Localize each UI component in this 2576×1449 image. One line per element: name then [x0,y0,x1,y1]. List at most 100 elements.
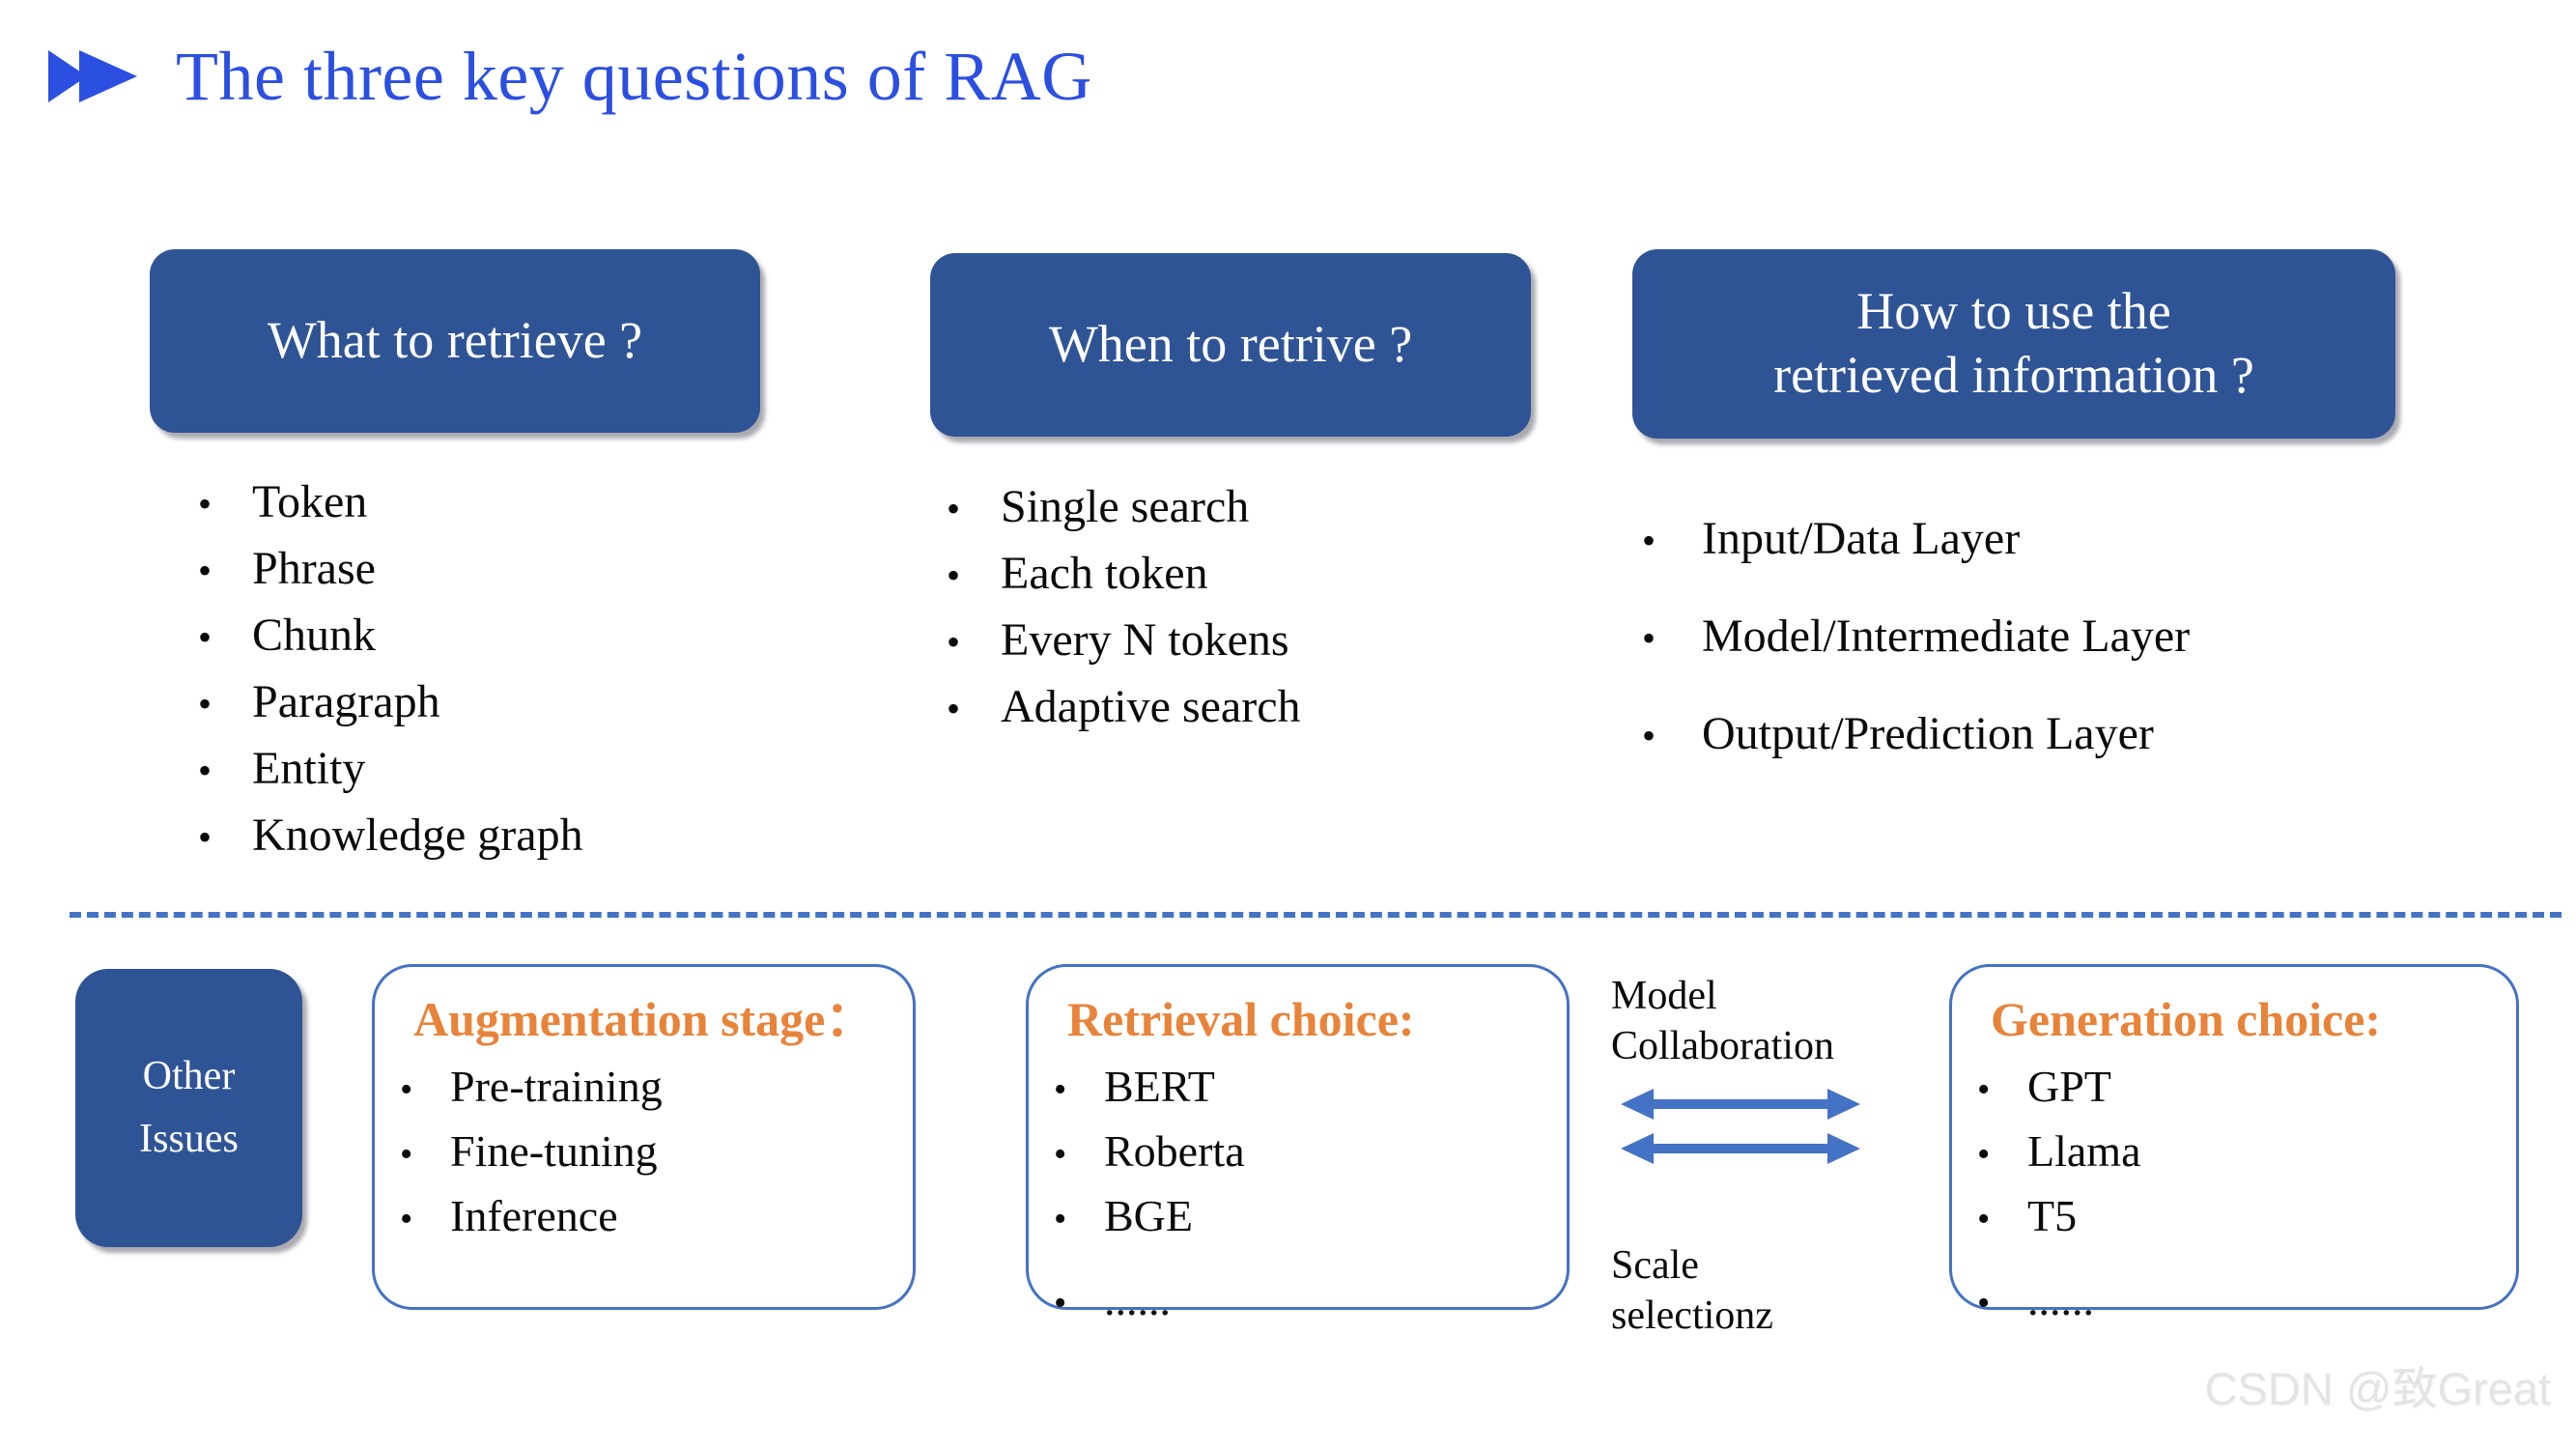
list-item: • Knowledge graph [198,809,583,862]
list-how-to-use-retrieved-information: • Input/Data Layer • Model/Intermediate … [1642,512,2190,805]
list-item: • Pre-training [400,1061,888,1112]
list-item: • ...... [1977,1274,2491,1325]
list-item: • Llama [1977,1125,2491,1177]
bullet-dot-icon: • [1054,1282,1067,1323]
list-item: • Every N tokens [947,613,1301,667]
bullet-dot-icon: • [198,815,212,859]
collaboration-label-line1: Model [1611,974,1717,1018]
bullet-dot-icon: • [400,1133,413,1175]
bullet-dot-icon: • [400,1198,413,1239]
list-item: • Adaptive search [947,680,1301,733]
collaboration-label-line2: Collaboration [1611,1024,1834,1069]
bullet-dot-icon: • [1642,616,1656,660]
bullet-dot-icon: • [1642,519,1656,562]
list-item: • Fine-tuning [400,1125,888,1177]
bullet-dot-icon: • [400,1068,413,1110]
list-item: • Input/Data Layer [1642,512,2190,565]
card-retrieval-choice: Retrieval choice: • BERT • Roberta • BGE… [1026,964,1570,1324]
list-item-label: Input/Data Layer [1702,513,2021,564]
list-item: • Chunk [198,609,583,662]
list-item: • GPT [1977,1061,2491,1112]
question-box-label: What to retrieve ? [267,311,643,370]
question-box-when-to-retrive: When to retrive ? [930,253,1531,437]
list-item: • Entity [198,742,583,795]
list-item: • ...... [1054,1274,1542,1325]
bullet-dot-icon: • [1977,1198,1991,1239]
double-chevron-right-icon [48,50,137,102]
list-item: • T5 [1977,1190,2491,1241]
question-box-label-line1: How to use the [1856,282,2171,341]
list-item-label: Single search [1001,481,1250,532]
bullet-dot-icon: • [947,554,961,597]
question-box-what-to-retrieve: What to retrieve ? [150,249,760,433]
other-issues-line2: Issues [139,1117,239,1161]
list-item-label: Knowledge graph [252,810,583,861]
list-when-to-retrive: • Single search • Each token • Every N t… [947,480,1301,747]
card-augmentation-stage: Augmentation stage： • Pre-training • Fin… [372,964,916,1310]
list-item-label: T5 [2027,1190,2078,1240]
bullet-dot-icon: • [1054,1068,1067,1110]
list-item: • Output/Prediction Layer [1642,707,2190,760]
bullet-dot-icon: • [1642,714,1656,757]
list-item: • Each token [947,547,1301,600]
bullet-dot-icon: • [947,487,961,530]
bullet-dot-icon: • [198,482,212,526]
list-item: • Model/Intermediate Layer [1642,610,2190,663]
list-item: • Roberta [1054,1125,1542,1177]
bullet-dot-icon: • [198,682,212,725]
double-headed-arrow-group [1621,1085,1930,1180]
list-item: • Single search [947,480,1301,533]
scale-selection-label-line1: Scale [1611,1243,1699,1289]
page-title: The three key questions of RAG [46,33,1092,120]
list-item-label: ...... [1104,1274,1171,1324]
question-box-label: How to use the retrieved information ? [1773,280,2254,408]
list-item-label: BGE [1104,1190,1193,1240]
list-item-label: Token [252,476,368,527]
question-box-label: When to retrive ? [1048,315,1413,374]
list-item-label: Entity [252,743,366,794]
list-item-label: Roberta [1104,1125,1245,1176]
list-item-label: Pre-training [450,1061,663,1111]
list-item-label: Phrase [252,543,376,594]
other-issues-box: Other Issues [75,969,302,1247]
bullet-dot-icon: • [198,549,212,592]
scale-selection-label-line2: selectionz [1611,1293,1773,1339]
list-item: • Token [198,475,583,528]
bullet-dot-icon: • [947,687,961,730]
card-title: Retrieval choice: [1067,992,1415,1046]
model-collaboration-block: Model Collaboration Scale selectionz [1611,971,1930,1341]
list-item: • Paragraph [198,675,583,728]
list-item: • Phrase [198,542,583,595]
question-box-label-line2: retrieved information ? [1773,346,2254,404]
bullet-dot-icon: • [1054,1133,1067,1175]
bullet-dot-icon: • [1977,1133,1991,1175]
list-item-label: Llama [2027,1125,2141,1176]
list-item-label: Adaptive search [1001,681,1301,732]
page-title-text: The three key questions of RAG [176,38,1092,115]
watermark: CSDN @致Great [2204,1363,2552,1414]
list-item: • Inference [400,1190,888,1241]
list-item: • BERT [1054,1061,1542,1112]
list-item-label: Each token [1001,548,1208,599]
list-item-label: Inference [450,1190,618,1240]
list-item-label: ...... [2027,1274,2094,1324]
question-box-how-to-use-retrieved-information: How to use the retrieved information ? [1632,249,2395,439]
list-item-label: Chunk [252,610,377,661]
other-issues-line1: Other [142,1053,236,1098]
list-item-label: Output/Prediction Layer [1702,708,2154,759]
bullet-dot-icon: • [198,749,212,792]
bullet-dot-icon: • [198,615,212,659]
list-what-to-retrieve: • Token • Phrase • Chunk • Paragraph • E… [198,475,583,875]
card-title: Augmentation stage： [413,992,874,1046]
bullet-dot-icon: • [1054,1198,1067,1239]
bullet-dot-icon: • [1977,1282,1991,1323]
bullet-dot-icon: • [947,620,961,664]
list-item-label: BERT [1104,1061,1215,1111]
double-headed-arrow-icon [1621,1089,1860,1165]
list-item: • BGE [1054,1190,1542,1241]
card-title: Generation choice: [1991,992,2382,1046]
list-item-label: Model/Intermediate Layer [1702,611,2191,662]
list-item-label: Fine-tuning [450,1125,658,1176]
list-item-label: Every N tokens [1001,614,1289,666]
